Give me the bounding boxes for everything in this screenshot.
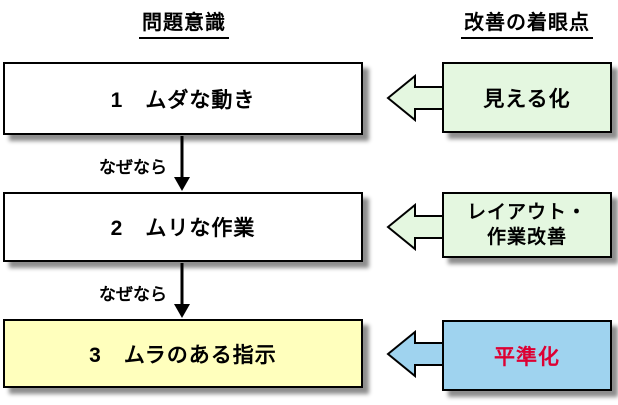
- improvement-arrow-2-shape: [386, 203, 444, 251]
- improvement-box-2: レイアウト・ 作業改善: [442, 192, 612, 258]
- improvement-box-2-label-line1: レイアウト・: [466, 202, 587, 223]
- problem-box-2: 2 ムリな作業: [3, 192, 363, 262]
- improvement-box-2-label-line2: 作業改善: [486, 227, 567, 248]
- improvement-box-3-label: 平準化: [494, 345, 560, 369]
- improvement-box-1-label: 見える化: [483, 87, 571, 111]
- problem-box-1: 1 ムダな動き: [3, 62, 363, 135]
- problem-box-1-label: 1 ムダな動き: [110, 88, 256, 112]
- problem-box-3: 3 ムラのある指示: [3, 319, 363, 388]
- down-arrow-1: [174, 136, 190, 191]
- down-arrow-2: [174, 263, 190, 318]
- improvement-arrow-2: [386, 203, 444, 251]
- problem-box-3-label: 3 ムラのある指示: [89, 343, 277, 367]
- header-problem-awareness: 問題意識: [139, 6, 229, 39]
- improvement-arrow-3: [386, 330, 444, 378]
- improvement-arrow-1-shape: [386, 74, 444, 122]
- improvement-arrow-3-shape: [386, 330, 444, 378]
- improvement-arrow-1: [386, 74, 444, 122]
- connector-label-1: なぜなら: [99, 158, 167, 177]
- improvement-box-1: 見える化: [442, 62, 612, 133]
- improvement-box-3: 平準化: [442, 320, 612, 391]
- header-improvement-viewpoints: 改善の着眼点: [461, 6, 593, 39]
- connector-label-2: なぜなら: [99, 285, 167, 304]
- problem-box-2-label: 2 ムリな作業: [110, 217, 256, 240]
